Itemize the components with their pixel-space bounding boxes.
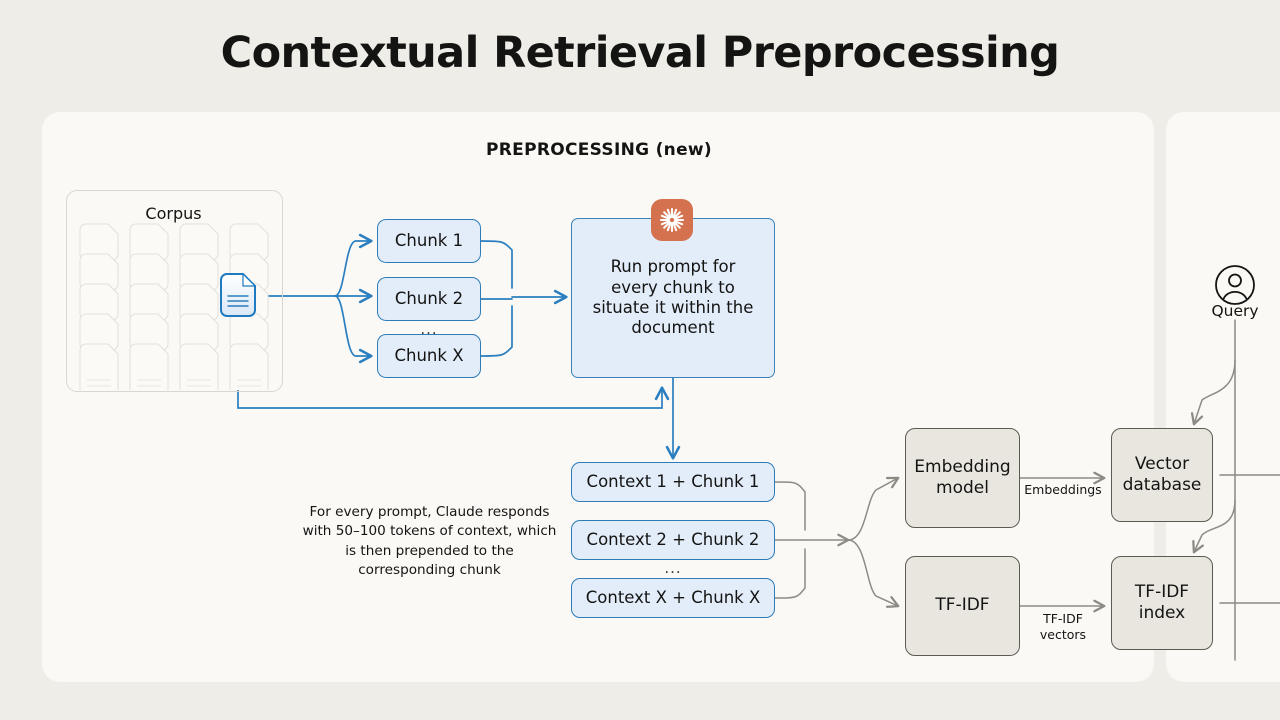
- prompt-box-text: Run prompt for every chunk to situate it…: [592, 257, 754, 338]
- chunks-ellipsis: ...: [420, 320, 438, 338]
- corpus-container: [66, 190, 283, 392]
- tfidf-index-box[interactable]: TF-IDF index: [1111, 556, 1213, 650]
- corpus-label: Corpus: [145, 204, 202, 223]
- chunk-box-2[interactable]: Chunk 2: [377, 277, 481, 321]
- chunk-box-1[interactable]: Chunk 1: [377, 219, 481, 263]
- tfidf-box[interactable]: TF-IDF: [905, 556, 1020, 656]
- chunk-box-x[interactable]: Chunk X: [377, 334, 481, 378]
- context-label: Context 2 + Chunk 2: [586, 529, 760, 549]
- embeddings-edge-label: Embeddings: [1024, 482, 1102, 497]
- chunk-label: Chunk X: [394, 345, 464, 365]
- query-label: Query: [1211, 302, 1259, 320]
- context-label: Context 1 + Chunk 1: [586, 471, 760, 491]
- chunk-label: Chunk 2: [394, 288, 464, 308]
- embedding-model-box[interactable]: Embedding model: [905, 428, 1020, 528]
- tfidf-label: TF-IDF: [935, 595, 990, 616]
- user-avatar-icon: [1215, 265, 1255, 305]
- context-label: Context X + Chunk X: [585, 587, 761, 607]
- vector-database-label: Vector database: [1122, 453, 1202, 495]
- preprocessing-heading: PREPROCESSING (new): [486, 140, 712, 160]
- claude-starburst-icon: [651, 199, 693, 241]
- vector-database-box[interactable]: Vector database: [1111, 428, 1213, 522]
- tfidf-index-label: TF-IDF index: [1134, 581, 1190, 623]
- context-box-1[interactable]: Context 1 + Chunk 1: [571, 462, 775, 502]
- document-icon: [220, 272, 257, 317]
- tfidf-vectors-edge-label: TF-IDF vectors: [1039, 611, 1087, 642]
- context-box-2[interactable]: Context 2 + Chunk 2: [571, 520, 775, 560]
- embedding-model-label: Embedding model: [914, 456, 1011, 498]
- contexts-ellipsis: ...: [664, 559, 682, 577]
- chunk-label: Chunk 1: [394, 230, 464, 250]
- prompt-box[interactable]: Run prompt for every chunk to situate it…: [571, 218, 775, 378]
- corpus-documents-stack: [79, 223, 269, 390]
- page-title: Contextual Retrieval Preprocessing: [220, 28, 1060, 78]
- context-box-x[interactable]: Context X + Chunk X: [571, 578, 775, 618]
- explanation-text: For every prompt, Claude responds with 5…: [302, 504, 557, 578]
